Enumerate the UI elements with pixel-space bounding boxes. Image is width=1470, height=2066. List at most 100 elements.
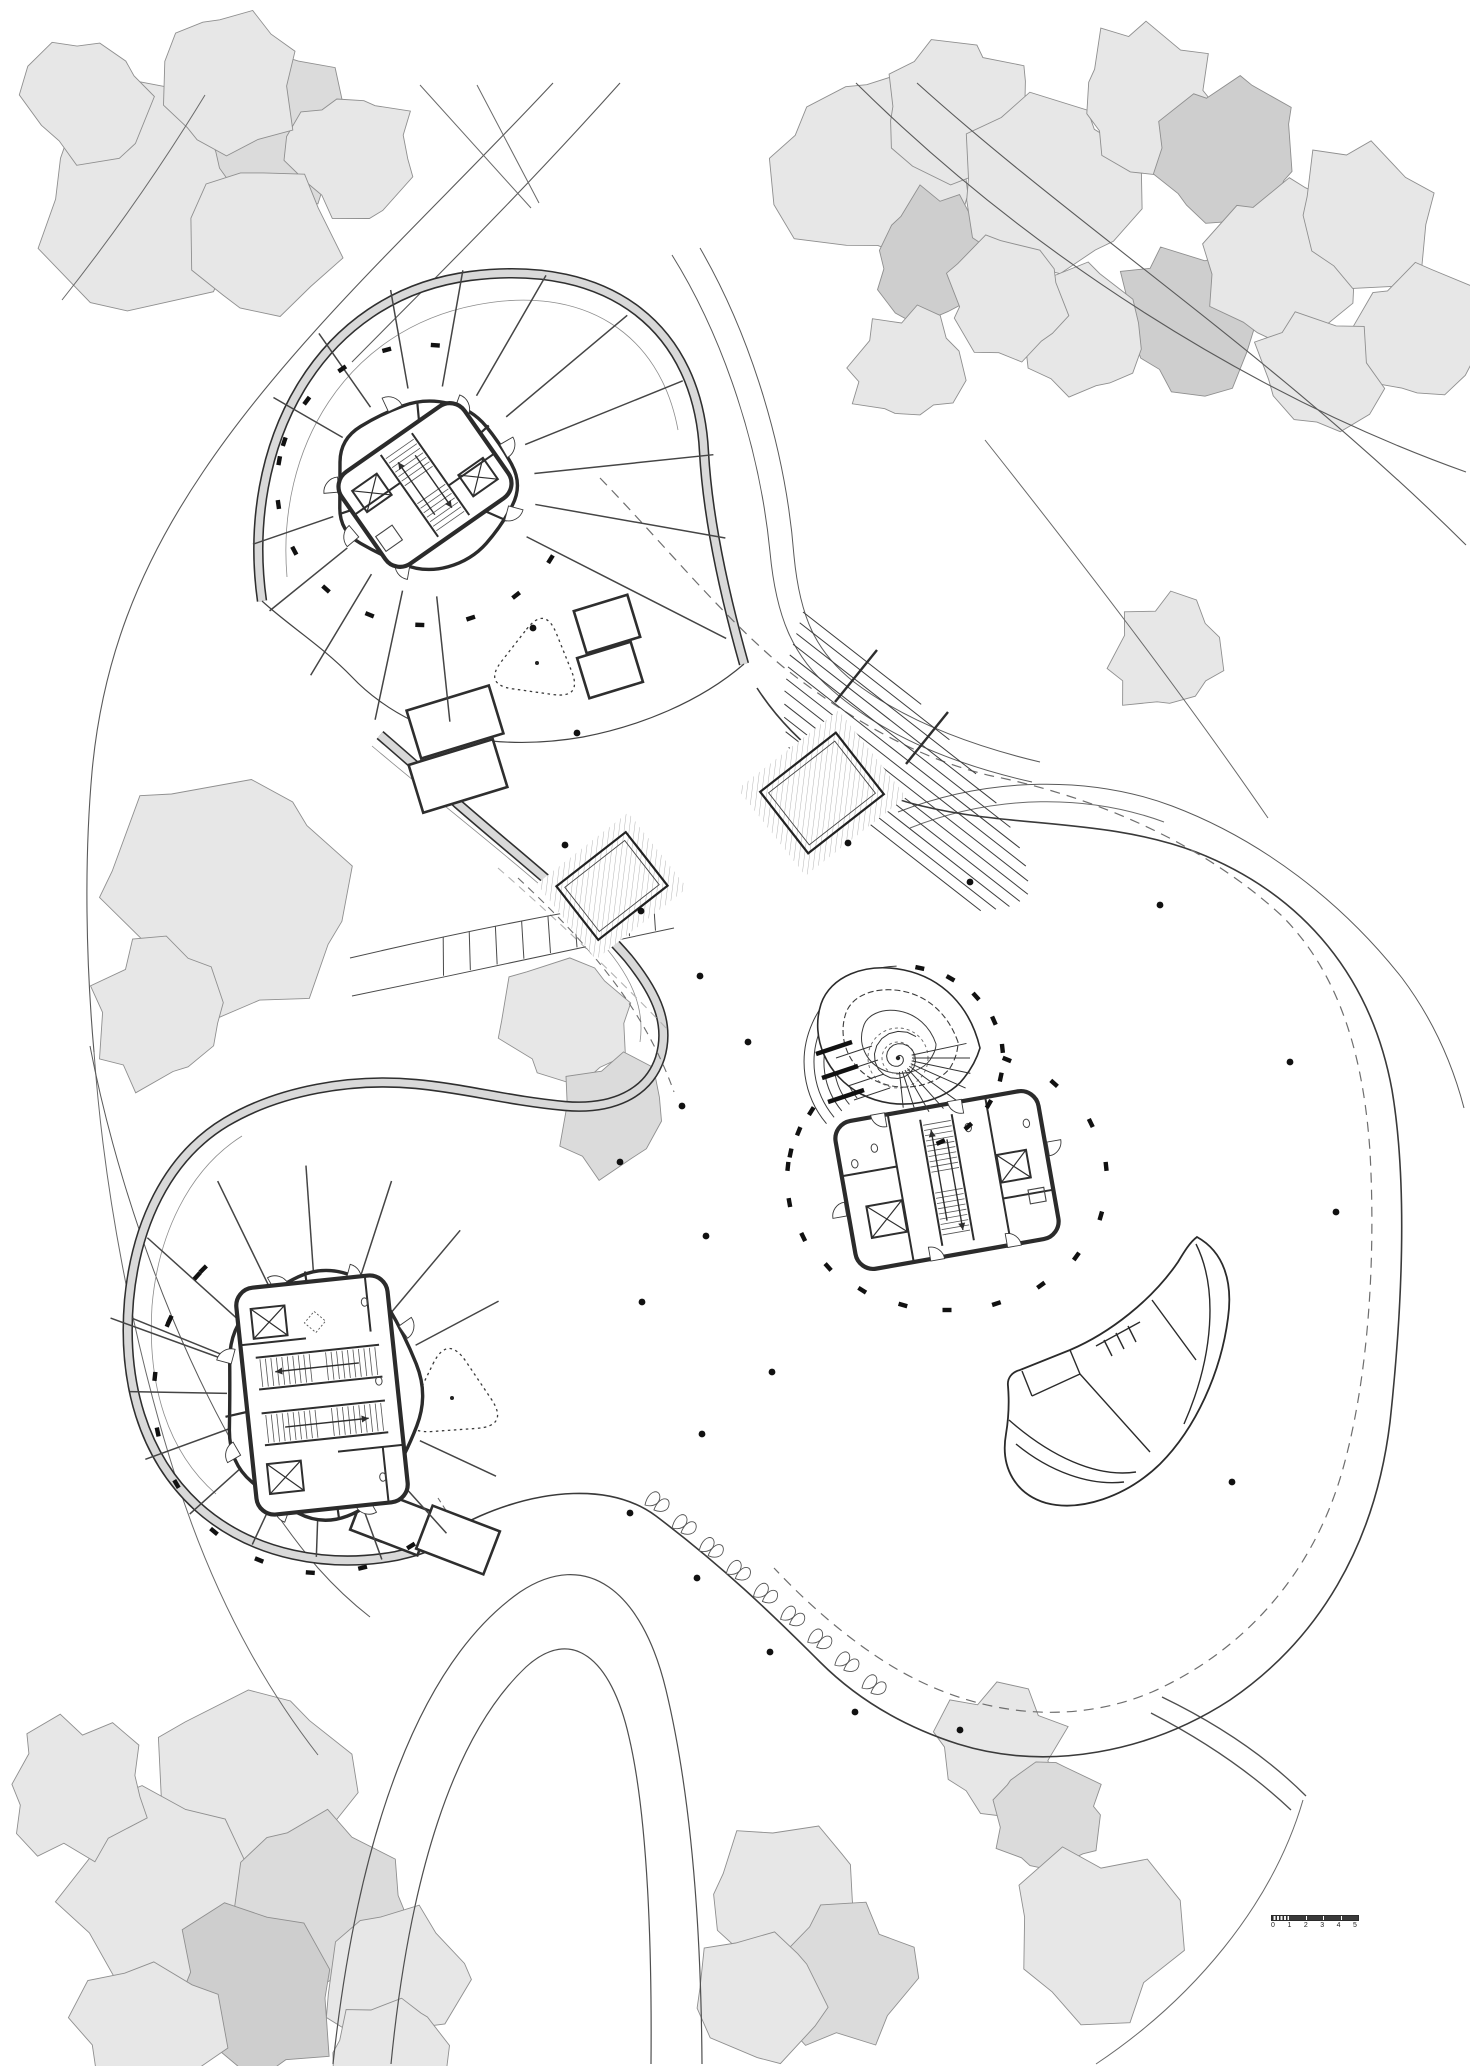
east-arc-b	[909, 801, 1165, 829]
canopy-dashed-dark	[517, 877, 675, 1093]
tree-canopy	[89, 935, 224, 1094]
plaza-tree-dot	[744, 1038, 752, 1046]
door-swing-icon	[381, 396, 403, 413]
door-swing-icon	[323, 476, 340, 494]
hatched-entry-pads	[536, 710, 907, 960]
tower-1	[252, 270, 727, 722]
plaza-tree-dot	[851, 1708, 859, 1716]
stair-tread	[789, 654, 1011, 828]
shrub-icon	[861, 1674, 887, 1695]
nw-road-inner	[351, 82, 621, 363]
plaza-dashed	[599, 477, 1373, 1713]
tree-canopy	[332, 1997, 450, 2066]
plaza-tree-dots	[529, 624, 1340, 1734]
door-swing-icon	[343, 524, 360, 548]
sliver-tail	[1095, 1799, 1304, 2065]
nw-park-edge	[61, 94, 206, 301]
plaza-tree-dot	[1332, 1208, 1340, 1216]
shrub-icon	[698, 1537, 724, 1558]
plaza-tree-dot	[844, 839, 852, 847]
spiral-stair-curve	[873, 1030, 917, 1080]
tower-3-core	[234, 1273, 410, 1517]
door-swing-icon	[946, 1098, 965, 1114]
plaza-tree-dot	[626, 1509, 634, 1517]
column-diamond-symbol	[303, 1310, 327, 1334]
plaza-tree-dot	[1286, 1058, 1294, 1066]
door-swing-icon	[398, 1316, 415, 1339]
arch-inner	[390, 1648, 652, 2065]
scale-bar-segment	[1305, 1916, 1324, 1920]
arch-outer	[332, 1574, 703, 2065]
lobe1-inner	[285, 299, 679, 578]
west-edge	[93, 1051, 319, 1756]
boat-shaped-landscape-element	[1003, 1235, 1231, 1507]
room-block	[575, 640, 645, 700]
shrub-icon	[644, 1491, 670, 1512]
shrub-icon	[834, 1651, 860, 1672]
tree-canopy	[1106, 590, 1225, 706]
door-swing-icon	[927, 1246, 946, 1262]
scale-bar-labels: 0 1 2 3 4 5	[1271, 1922, 1359, 1929]
boundary-shrubs	[644, 1491, 887, 1695]
door-swing-icon	[225, 1441, 242, 1464]
scale-label: 0	[1271, 1922, 1275, 1929]
plaza-tree-dot	[768, 1368, 776, 1376]
planter-tree-dot	[535, 661, 539, 665]
tower-1-core	[336, 401, 514, 569]
tree-canopy	[283, 98, 414, 219]
stair-rail	[351, 927, 675, 997]
sliver-b	[1150, 1712, 1292, 1811]
door-swing-icon	[1004, 1233, 1022, 1249]
tower-3	[110, 1165, 499, 1576]
stair-tread	[785, 678, 1027, 867]
plaza-tree-dot	[702, 1232, 710, 1240]
door-swing-icon	[499, 436, 516, 459]
scale-bar-segment	[1340, 1916, 1359, 1920]
ne-road-c	[984, 439, 1269, 819]
plaza-tree-dot	[698, 1430, 706, 1438]
scale-bar: 0 1 2 3 4 5	[1271, 1915, 1359, 1929]
plaza-tree-dot	[956, 1726, 964, 1734]
shrub-icon	[780, 1605, 806, 1627]
scale-label: 4	[1336, 1922, 1341, 1929]
tree-canopy	[945, 234, 1070, 363]
nw-wedge-a	[419, 84, 532, 209]
stair-tread	[796, 633, 977, 775]
plaza-tree-dot	[696, 972, 704, 980]
ne-road-a	[855, 82, 1467, 473]
stair-tread	[547, 915, 551, 954]
plaza-tree-dot	[1228, 1478, 1236, 1486]
door-swing-icon	[504, 505, 524, 522]
tower-1-balcony-ticks	[275, 342, 555, 628]
plaza-tree-dot	[573, 729, 581, 737]
scale-bar-segment	[1323, 1916, 1341, 1920]
spiral-terrace-outline	[816, 967, 981, 1105]
plaza-tree-dot	[529, 624, 537, 632]
spiral-stair-feature	[803, 964, 1006, 1146]
scale-label: 5	[1353, 1922, 1357, 1929]
door-swing-icon	[1046, 1139, 1062, 1157]
plaza-tree-dot	[678, 1102, 686, 1110]
scale-label: 2	[1303, 1922, 1308, 1929]
entry-pad	[536, 812, 688, 960]
plaza-tree-dot	[766, 1648, 774, 1656]
stair-tread	[521, 921, 525, 959]
tree-canopy	[1018, 1846, 1185, 2026]
shrub-icon	[807, 1628, 833, 1650]
tree-canopy	[846, 304, 967, 416]
scale-label: 1	[1287, 1922, 1292, 1929]
tree-canopy	[1253, 311, 1386, 433]
door-swing-icon	[216, 1348, 236, 1365]
door-swing-icon	[832, 1201, 848, 1219]
plaza-tree-dot	[637, 907, 645, 915]
scale-label: 3	[1320, 1922, 1325, 1929]
boat-outline	[1003, 1235, 1231, 1507]
stair-tread	[792, 643, 997, 804]
lobe3-inner	[150, 1135, 243, 1495]
room-block	[572, 593, 642, 655]
nw-wedge-b	[476, 84, 540, 204]
plinth-band-fill-band-lobe1	[254, 269, 748, 666]
tower-3-balcony-ticks	[152, 1264, 416, 1576]
tree-canopy	[67, 1961, 229, 2066]
